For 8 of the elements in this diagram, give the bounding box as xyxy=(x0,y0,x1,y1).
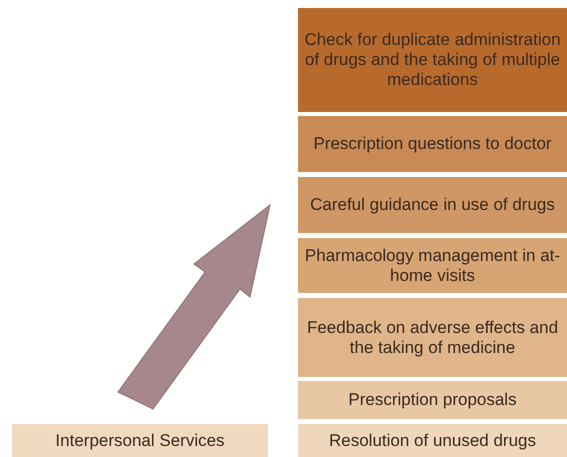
list-box: Resolution of unused drugs xyxy=(298,424,567,457)
list-box: Careful guidance in use of drugs xyxy=(298,177,567,233)
list-box: Prescription questions to doctor xyxy=(298,116,567,172)
list-box: Feedback on adverse effects and the taking of medicine xyxy=(298,298,567,377)
list-box: Interpersonal Services xyxy=(12,424,268,457)
list-box: Pharmacology management in at-home visits xyxy=(298,238,567,293)
list-box: Check for duplicate administration of drugs and the taking of multiple medications xyxy=(298,8,567,112)
list-box: Prescription proposals xyxy=(298,381,567,419)
